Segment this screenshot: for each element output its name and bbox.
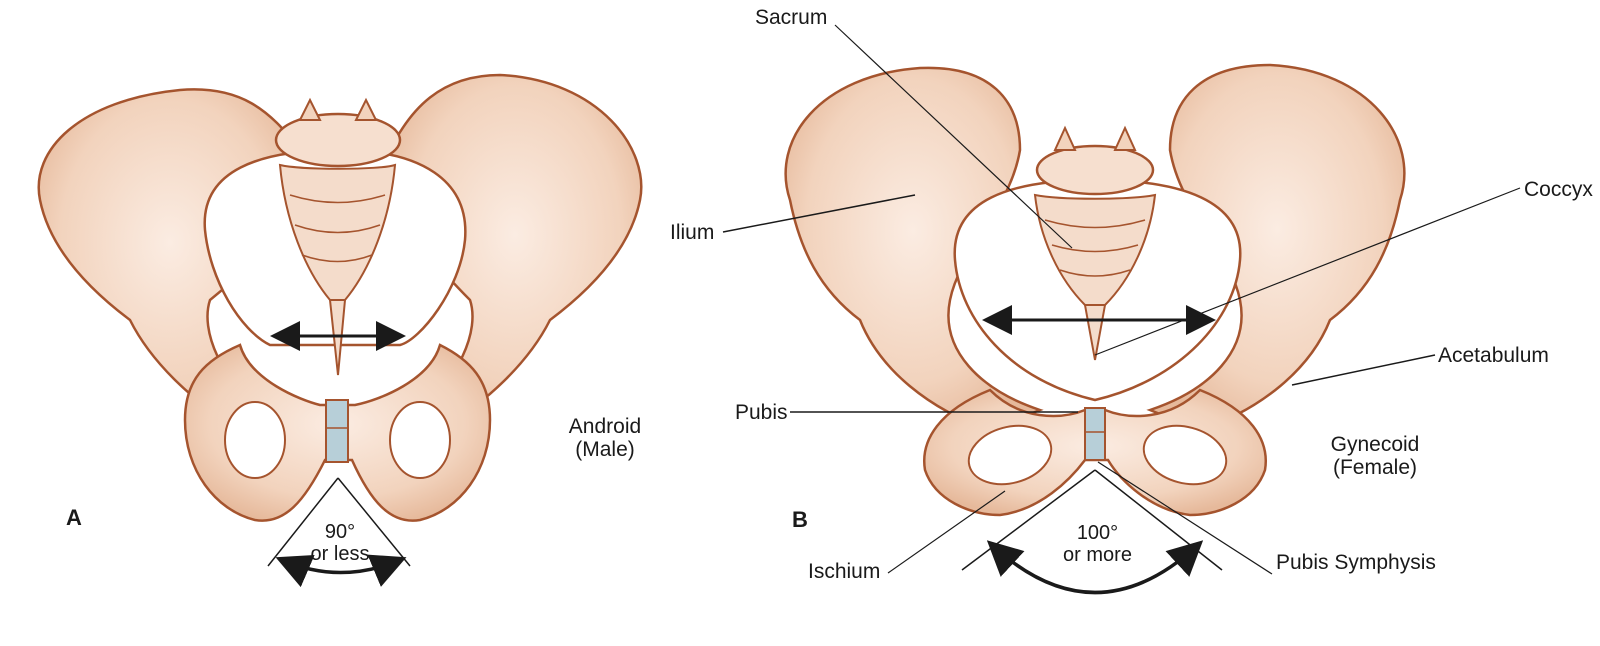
angle-label-b: 100° or more — [1050, 522, 1145, 566]
angle-arc-a — [275, 554, 407, 588]
label-ilium: Ilium — [670, 221, 715, 244]
left-obturator-foramen-b — [967, 424, 1053, 486]
angle-value-b: 100° — [1076, 522, 1119, 544]
left-obturator-foramen — [224, 401, 286, 479]
right-ilium-b — [1146, 63, 1406, 432]
angle-arc-b — [986, 540, 1204, 595]
android-pelvis — [37, 73, 643, 588]
sacral-promontory-b — [1035, 144, 1155, 196]
angle-line-left-b — [961, 469, 1096, 571]
sacrum-b — [1033, 193, 1157, 306]
pubic-symphysis-a — [325, 399, 349, 463]
label-sacrum: Sacrum — [755, 6, 828, 29]
angle-qualifier-b: or more — [1063, 544, 1132, 566]
right-obturator-foramen — [389, 401, 451, 479]
angle-value-a: 90° — [324, 521, 356, 543]
leader-coccyx — [1094, 187, 1521, 356]
sacral-promontory — [274, 112, 402, 168]
leader-sacrum — [834, 24, 1073, 249]
pelvis-type-label-a: Android (Male) — [560, 415, 650, 461]
angle-line-right-a — [337, 477, 411, 567]
pelvis-type-sex-b: (Female) — [1332, 456, 1417, 480]
angle-label-a: 90° or less — [300, 521, 380, 565]
label-pubis-symphysis: Pubis Symphysis — [1276, 551, 1436, 574]
pelvis-type-name-b: Gynecoid — [1330, 433, 1420, 456]
right-ilium — [387, 73, 643, 432]
panel-label-b: B — [792, 507, 808, 532]
pelvis-type-name-a: Android — [568, 415, 642, 438]
angle-qualifier-a: or less — [310, 543, 370, 565]
label-ischium: Ischium — [808, 560, 881, 583]
pelvis-type-sex-a: (Male) — [575, 438, 635, 462]
leader-ilium — [722, 194, 916, 233]
pubic-symphysis-b — [1084, 407, 1106, 461]
pelvis-type-label-b: Gynecoid (Female) — [1320, 433, 1430, 479]
panel-label-a: A — [66, 505, 82, 530]
leader-ischium — [887, 490, 1006, 574]
leader-pubis-symphysis — [1097, 461, 1273, 575]
label-pubis: Pubis — [735, 401, 788, 424]
gynecoid-pelvis — [722, 24, 1521, 595]
label-acetabulum: Acetabulum — [1438, 344, 1549, 367]
label-coccyx: Coccyx — [1524, 178, 1593, 201]
angle-line-left-a — [267, 477, 339, 567]
leader-acetabulum — [1291, 354, 1436, 386]
right-obturator-foramen-b — [1142, 424, 1228, 486]
